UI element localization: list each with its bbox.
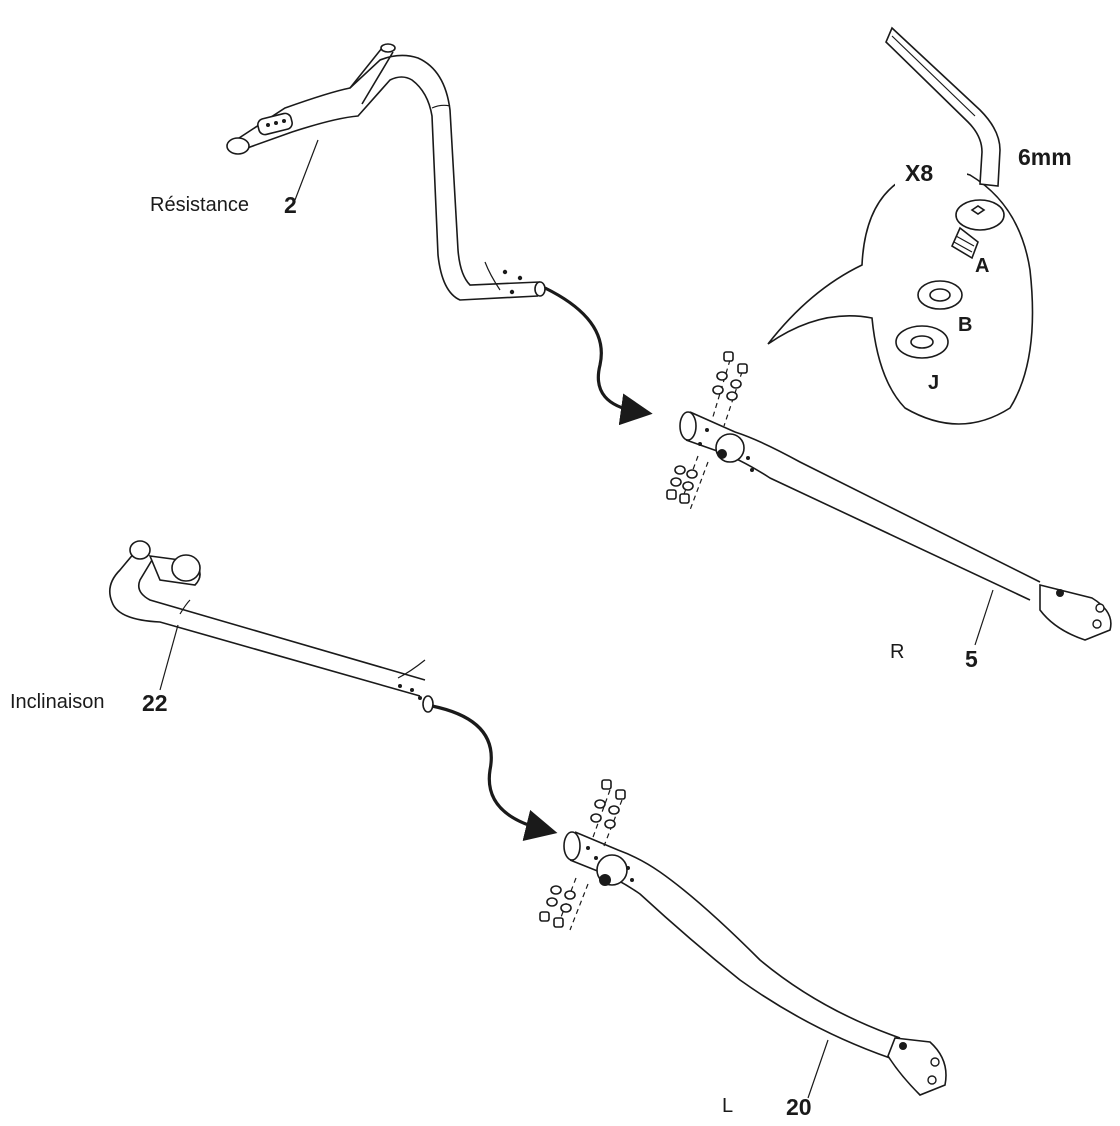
hardware-label-b: B xyxy=(958,314,973,336)
part-number-2: 2 xyxy=(284,192,297,218)
tool-size-label: 6mm xyxy=(1018,144,1072,170)
side-right-label: R xyxy=(890,641,905,663)
part-number-5: 5 xyxy=(965,646,978,672)
part-number-20: 20 xyxy=(786,1094,812,1120)
hardware-label-a: A xyxy=(975,255,990,277)
side-left-label: L xyxy=(722,1095,734,1117)
resistance-label: Résistance xyxy=(150,194,249,216)
hardware-callout-bubble xyxy=(767,158,1034,425)
flat-washer-icon xyxy=(895,325,949,359)
quantity-label: X8 xyxy=(905,160,934,186)
frame-tube-part-5 xyxy=(679,411,1112,646)
allen-key-icon xyxy=(885,26,1001,187)
handlebar-part-22 xyxy=(109,540,434,713)
hardware-cluster-lower xyxy=(539,779,626,931)
insert-arrow-upper xyxy=(544,286,653,426)
spring-washer-icon xyxy=(917,280,963,310)
insert-arrow-lower xyxy=(431,704,558,842)
part-number-22: 22 xyxy=(142,690,168,716)
hardware-cluster-upper xyxy=(666,351,748,511)
hardware-label-j: J xyxy=(928,372,940,394)
handlebar-part-2 xyxy=(226,43,546,301)
inclinaison-label: Inclinaison xyxy=(10,691,105,713)
bolt-icon xyxy=(950,199,1005,260)
frame-tube-part-20 xyxy=(563,831,947,1099)
